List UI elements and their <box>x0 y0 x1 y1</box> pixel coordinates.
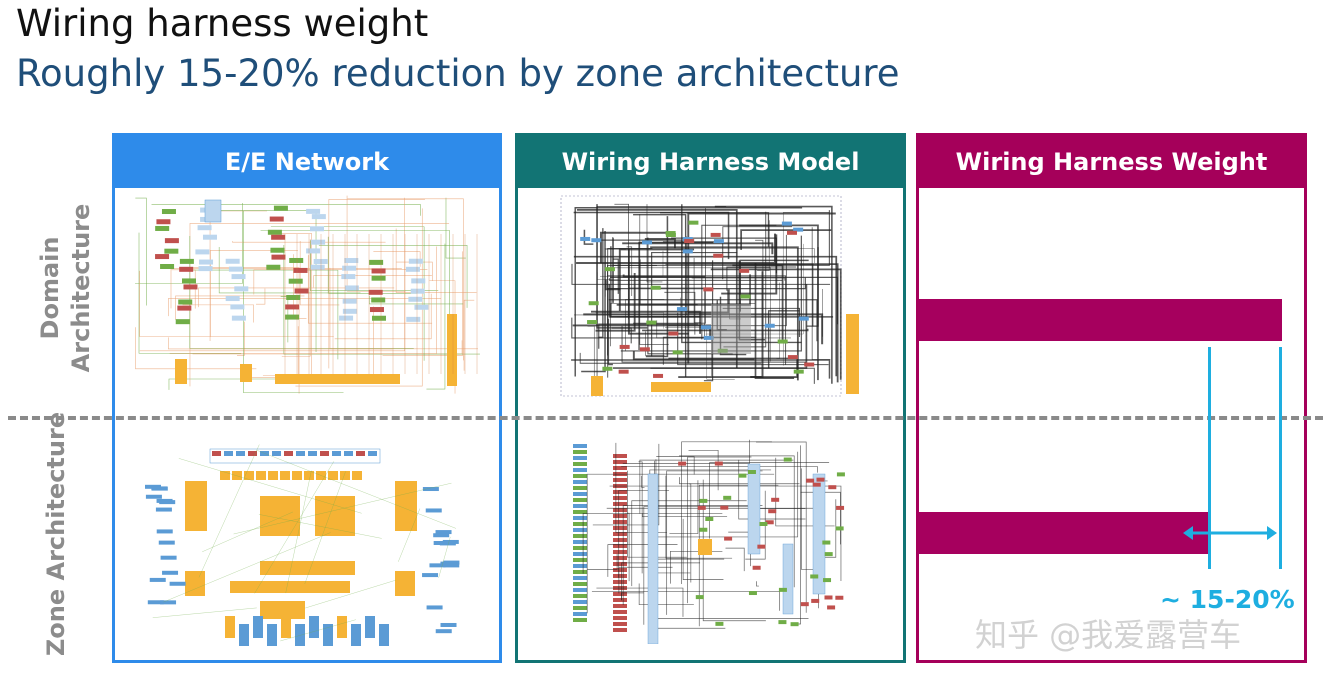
architecture-divider <box>8 416 1323 420</box>
ee-network-panel: E/E Network <box>112 133 502 663</box>
harness-weight-header: Wiring Harness Weight <box>919 136 1304 188</box>
harness-model-header: Wiring Harness Model <box>518 136 903 188</box>
reduction-label: ~ 15-20% <box>1160 585 1295 614</box>
domain-network-diagram <box>135 195 480 394</box>
page-title: Wiring harness weight <box>16 2 429 45</box>
domain-weight-bar <box>918 299 1282 341</box>
row-label-zone: Zone Architecture <box>42 411 70 657</box>
zone-weight-marker <box>1208 347 1211 569</box>
ee-network-header: E/E Network <box>115 136 499 188</box>
domain-weight-marker <box>1279 347 1282 569</box>
reduction-arrow <box>1183 526 1277 540</box>
domain-harness-diagram <box>560 195 859 397</box>
row-label-domain: Domain Architecture <box>36 203 95 373</box>
zone-network-diagram <box>145 444 460 646</box>
harness-model-panel: Wiring Harness Model <box>515 133 906 663</box>
harness-weight-panel: Wiring Harness Weight <box>916 133 1307 663</box>
page-subtitle: Roughly 15-20% reduction by zone archite… <box>16 52 900 95</box>
zone-harness-diagram <box>573 439 845 644</box>
watermark: 知乎 @我爱露营车 <box>975 616 1242 654</box>
zone-weight-bar <box>918 512 1209 554</box>
